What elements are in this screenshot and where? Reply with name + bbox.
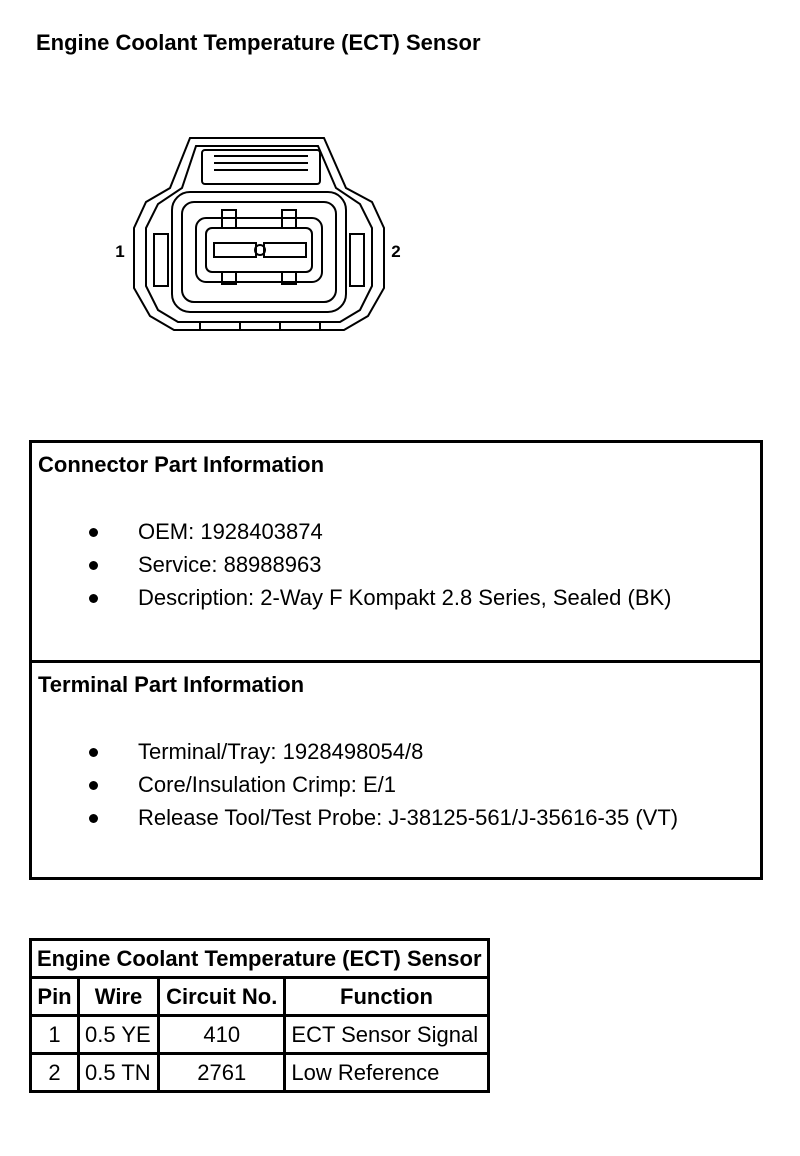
list-item-text: Service: 88988963 bbox=[138, 552, 322, 577]
cell-function: ECT Sensor Signal bbox=[283, 1014, 490, 1055]
bullet-icon bbox=[89, 781, 98, 790]
column-header-pin: Pin bbox=[28, 976, 81, 1017]
page-title: Engine Coolant Temperature (ECT) Sensor bbox=[36, 30, 481, 55]
part-information-box: Connector Part Information OEM: 19284038… bbox=[29, 440, 763, 880]
cell-function: Low Reference bbox=[283, 1052, 490, 1093]
connector-outer-shell bbox=[133, 137, 385, 331]
column-header-circuit: Circuit No. bbox=[157, 976, 287, 1017]
pin-table: Engine Coolant Temperature (ECT) Sensor … bbox=[28, 938, 490, 1093]
connector-inner-shell bbox=[145, 145, 373, 323]
connector-side-tab-right bbox=[349, 233, 365, 287]
connector-latch bbox=[201, 149, 321, 185]
terminal-2 bbox=[263, 242, 307, 258]
column-header-function: Function bbox=[283, 976, 490, 1017]
table-caption-row: Engine Coolant Temperature (ECT) Sensor bbox=[29, 938, 490, 979]
cell-wire: 0.5 TN bbox=[77, 1052, 161, 1093]
terminal-1 bbox=[213, 242, 257, 258]
pin-label-2: 2 bbox=[391, 242, 400, 261]
pin-label-1: 1 bbox=[115, 242, 124, 261]
bullet-icon bbox=[89, 561, 98, 570]
cell-pin: 1 bbox=[28, 1014, 81, 1055]
list-item-text: OEM: 1928403874 bbox=[138, 519, 323, 544]
cell-wire: 0.5 YE bbox=[77, 1014, 161, 1055]
bullet-icon bbox=[89, 814, 98, 823]
connector-side-tab-left bbox=[153, 233, 169, 287]
connector-mating-face bbox=[171, 191, 347, 313]
table-header-row: Pin Wire Circuit No. Function bbox=[28, 976, 490, 1017]
cell-circuit: 410 bbox=[157, 1014, 287, 1055]
terminal-part-info-section: Terminal Part Information Terminal/Tray:… bbox=[32, 663, 760, 877]
column-header-wire: Wire bbox=[77, 976, 161, 1017]
list-item-text: Release Tool/Test Probe: J-38125-561/J-3… bbox=[138, 805, 679, 830]
connector-diagram: 1 2 bbox=[110, 130, 420, 340]
table-row: 1 0.5 YE 410 ECT Sensor Signal bbox=[28, 1014, 490, 1055]
terminal-cavity-housing bbox=[195, 217, 323, 283]
bullet-icon bbox=[89, 528, 98, 537]
cell-circuit: 2761 bbox=[157, 1052, 287, 1093]
list-item-text: Description: 2-Way F Kompakt 2.8 Series,… bbox=[138, 585, 672, 610]
bullet-icon bbox=[89, 748, 98, 757]
connector-part-info-heading: Connector Part Information bbox=[38, 452, 325, 477]
table-row: 2 0.5 TN 2761 Low Reference bbox=[28, 1052, 490, 1093]
list-item-text: Core/Insulation Crimp: E/1 bbox=[138, 772, 396, 797]
cell-pin: 2 bbox=[28, 1052, 81, 1093]
connector-part-info-section: Connector Part Information OEM: 19284038… bbox=[32, 443, 760, 663]
terminal-part-info-heading: Terminal Part Information bbox=[38, 672, 305, 697]
bullet-icon bbox=[89, 594, 98, 603]
list-item-text: Terminal/Tray: 1928498054/8 bbox=[138, 739, 424, 764]
table-caption: Engine Coolant Temperature (ECT) Sensor bbox=[29, 938, 490, 979]
